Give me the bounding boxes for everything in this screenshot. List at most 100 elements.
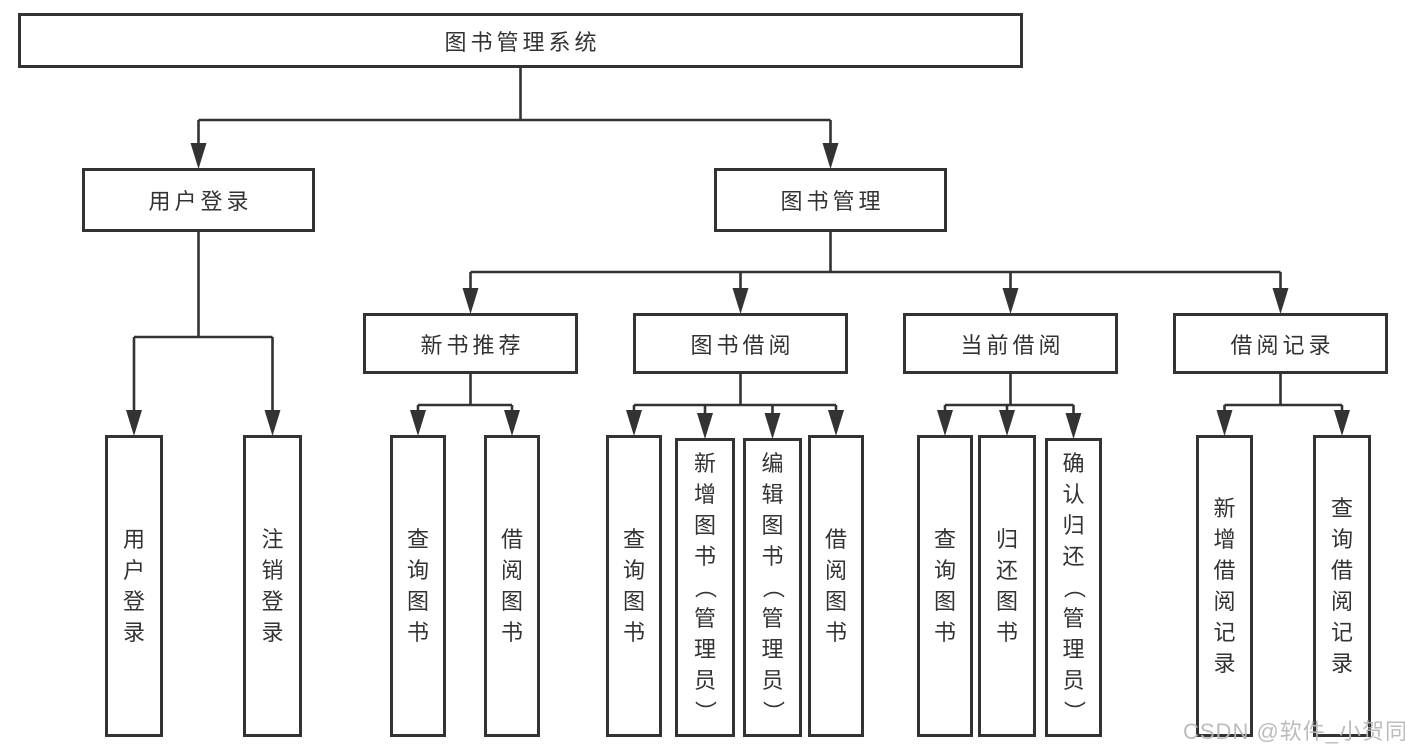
label-char: 书 [761,544,784,569]
label-char: 图 [622,589,645,614]
node-book-borrow: 图书借阅 [633,313,848,374]
label-char: 书 [500,620,523,645]
label-char: 阅 [500,558,523,583]
node-bb-add: 新增图书（管理员） [675,438,735,737]
label-char: 询 [406,558,429,583]
arrowhead-down-icon [1216,410,1233,436]
label-char: 辑 [761,482,784,507]
arrowhead-down-icon [828,410,844,436]
node-label: 查询图书 [933,524,957,648]
label-char: （ [760,576,785,599]
label-char: 销 [261,558,284,583]
label-char: 增 [1213,527,1236,552]
label-char: 录 [1213,651,1236,676]
node-br-query: 查询借阅记录 [1313,435,1371,737]
label-char: 员 [761,668,784,693]
label-char: 图 [824,589,847,614]
label-char: 归 [1062,513,1085,538]
label-char: 登 [122,589,145,614]
label-char: 增 [693,482,716,507]
arrowhead-down-icon [504,410,520,436]
node-user-login-op: 用户登录 [105,435,163,737]
label-char: （ [692,576,718,599]
arrowhead-down-icon [126,410,142,436]
arrowhead-down-icon [764,413,781,439]
label-char: 用 [122,527,145,552]
node-label: 新增图书（管理员） [693,448,718,727]
node-bb-query: 查询图书 [606,435,662,737]
node-label: 查询图书 [622,524,646,648]
node-bb-borrow: 借阅图书 [808,435,864,737]
label-char: 编 [761,451,784,476]
node-br-add: 新增借阅记录 [1196,435,1253,737]
label-char: 图 [933,589,956,614]
label-char: 借 [500,527,523,552]
label-char: 阅 [1330,589,1353,614]
node-cb-query: 查询图书 [917,435,973,737]
node-nbr-borrow: 借阅图书 [484,435,540,737]
label-char: 询 [1330,527,1353,552]
node-label: 注销登录 [261,524,285,648]
arrowhead-down-icon [190,143,207,169]
label-char: 管 [761,606,784,631]
node-label: 用户登录 [148,189,253,214]
node-nbr-query: 查询图书 [390,435,446,737]
node-label: 编辑图书（管理员） [760,448,785,727]
label-char: 书 [933,620,956,645]
watermark-text: CSDN @软件_小贺同学 [1183,719,1405,744]
arrowhead-down-icon [822,143,839,169]
arrowhead-down-icon [1065,413,1082,439]
arrowhead-down-icon [1272,288,1289,314]
label-char: 书 [622,620,645,645]
label-char: 认 [1062,482,1085,507]
label-char: 书 [995,620,1018,645]
node-label: 图书管理系统 [444,29,601,55]
label-char: 查 [622,527,645,552]
label-char: 记 [1213,620,1236,645]
label-char: 图 [693,513,716,538]
node-root: 图书管理系统 [18,13,1023,68]
node-label: 借阅图书 [500,524,524,648]
label-char: 阅 [1213,589,1236,614]
node-bb-edit: 编辑图书（管理员） [743,438,802,737]
label-char: 借 [1213,558,1236,583]
arrowhead-down-icon [697,413,713,439]
arrowhead-down-icon [1334,410,1350,436]
arrowhead-down-icon [410,410,426,436]
node-label: 图书管理 [780,189,885,214]
node-cb-confirm: 确认归还（管理员） [1045,438,1102,737]
node-label: 当前借阅 [960,332,1065,358]
label-char: 员 [693,668,716,693]
node-label: 借阅图书 [824,524,848,648]
node-user-login: 用户登录 [82,168,315,232]
label-char: 记 [1330,620,1353,645]
label-char: 还 [995,558,1018,583]
label-char: 图 [500,589,523,614]
node-new-book-rec: 新书推荐 [363,313,578,374]
label-char: 书 [693,544,716,569]
node-label: 新增借阅记录 [1213,493,1237,679]
arrowhead-down-icon [264,410,281,436]
label-char: 确 [1062,451,1085,476]
label-char: 还 [1062,544,1085,569]
label-char: 借 [824,527,847,552]
node-borrow-records: 借阅记录 [1173,313,1388,374]
node-label: 借阅记录 [1230,332,1335,358]
label-char: 录 [122,620,145,645]
label-char: 借 [1330,558,1353,583]
node-label: 查询图书 [406,524,430,648]
arrowhead-down-icon [462,288,479,314]
label-char: 登 [261,589,284,614]
label-char: 图 [406,589,429,614]
node-cb-return: 归还图书 [978,435,1036,737]
arrowhead-down-icon [626,410,642,436]
label-char: 书 [824,620,847,645]
label-char: 户 [122,558,145,583]
label-char: ） [1061,700,1086,723]
label-char: 理 [761,637,784,662]
node-label: 确认归还（管理员） [1061,448,1086,727]
label-char: 管 [1062,606,1085,631]
label-char: 管 [693,606,716,631]
